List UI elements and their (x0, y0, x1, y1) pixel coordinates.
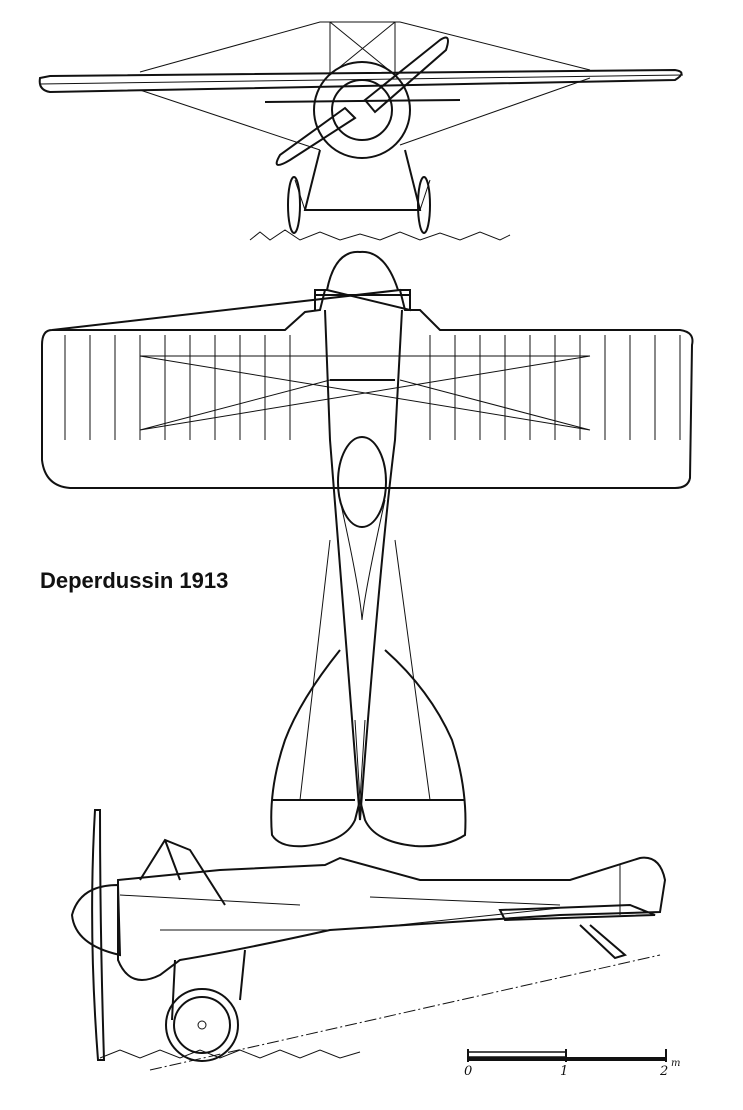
front-view (38, 21, 684, 241)
scale-unit: m (671, 1058, 681, 1069)
side-view (70, 809, 667, 1071)
drawing-title: Deperdussin 1913 (40, 568, 229, 593)
wheel (417, 176, 431, 234)
tailplane (498, 903, 656, 922)
top-view (41, 250, 694, 848)
engine-cowling (313, 61, 411, 159)
scale-label-1: 1 (560, 1064, 569, 1079)
cockpit (337, 436, 387, 528)
wheel (165, 988, 239, 1062)
propeller-blade (275, 106, 357, 166)
wheel (287, 176, 301, 234)
propeller-blade (363, 36, 449, 114)
scale-label-2: 2 (660, 1064, 669, 1079)
propeller (91, 809, 106, 1061)
scale-bar (467, 1049, 667, 1062)
spinner (70, 883, 122, 957)
scale-label-0: 0 (464, 1064, 473, 1079)
